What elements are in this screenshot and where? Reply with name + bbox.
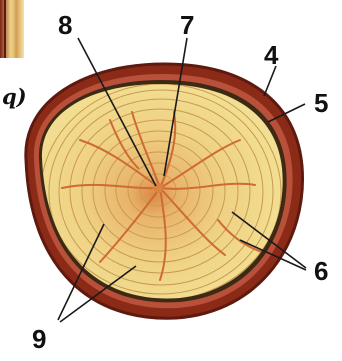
- leader-line-4: [264, 66, 276, 96]
- log-side-view-icon: [0, 0, 24, 58]
- callout-5: 5: [314, 88, 328, 118]
- subfigure-label: q): [2, 84, 27, 109]
- callout-8: 8: [58, 10, 72, 40]
- callout-7: 7: [180, 10, 194, 40]
- callout-6: 6: [314, 256, 328, 286]
- callout-9: 9: [32, 324, 46, 354]
- callout-4: 4: [264, 40, 279, 70]
